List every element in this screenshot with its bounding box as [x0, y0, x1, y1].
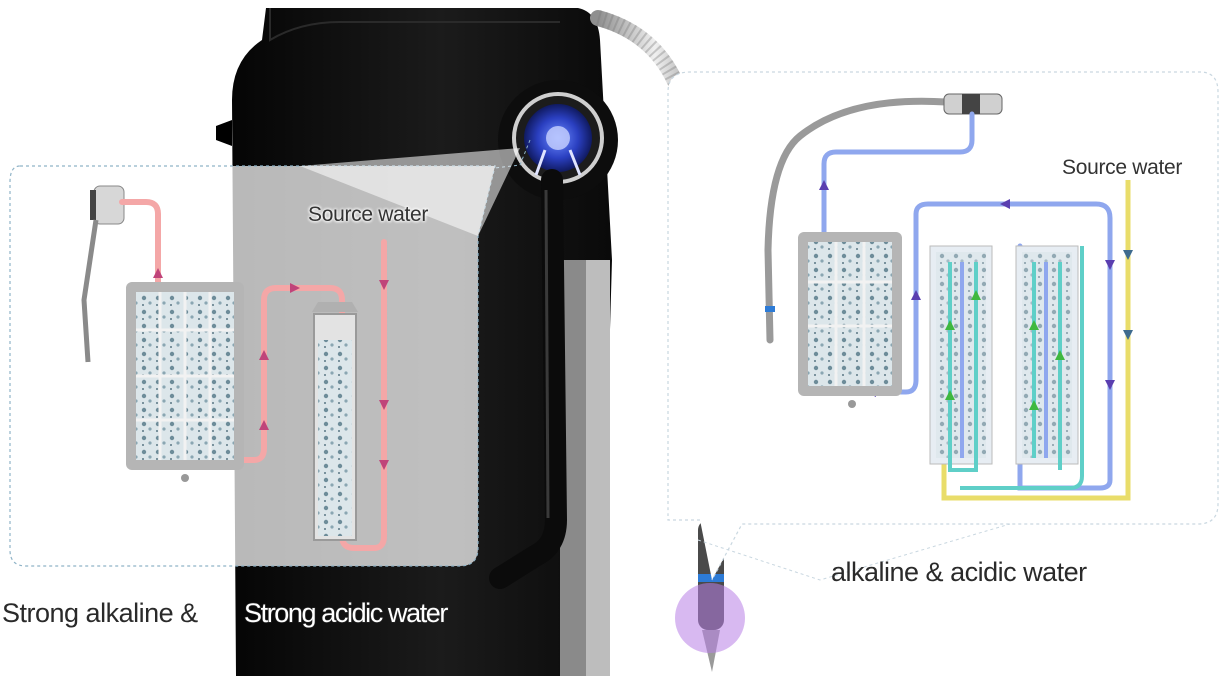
- caption-alkaline-acidic: alkaline & acidic water: [831, 557, 1087, 587]
- spout-arm: [489, 169, 568, 589]
- right-callout-panel: [667, 71, 1219, 581]
- left-callout-panel: [9, 139, 531, 567]
- electrolysis-cell-left: [126, 282, 244, 482]
- caption-strong-acidic: Strong acidic water: [243, 597, 449, 628]
- filter-cartridge-left: [312, 302, 358, 541]
- acid-flow-path: [119, 199, 387, 551]
- shower-head-icon: [943, 93, 1003, 115]
- filter-cartridge-right-1: [929, 245, 993, 472]
- source-water-label-left: Source water: [308, 203, 429, 226]
- spout-highlight: [675, 583, 745, 653]
- source-water-label-right: Source water: [1062, 156, 1183, 179]
- caption-strong-alkaline: Strong alkaline &: [2, 598, 198, 628]
- faucet-dial-icon: [498, 80, 618, 200]
- filter-cartridge-right-2: [1015, 245, 1079, 470]
- green-flow-arrows: [945, 290, 1065, 410]
- electrolysis-cell-right: [798, 232, 902, 408]
- alkaline-flow-path: [821, 111, 1113, 491]
